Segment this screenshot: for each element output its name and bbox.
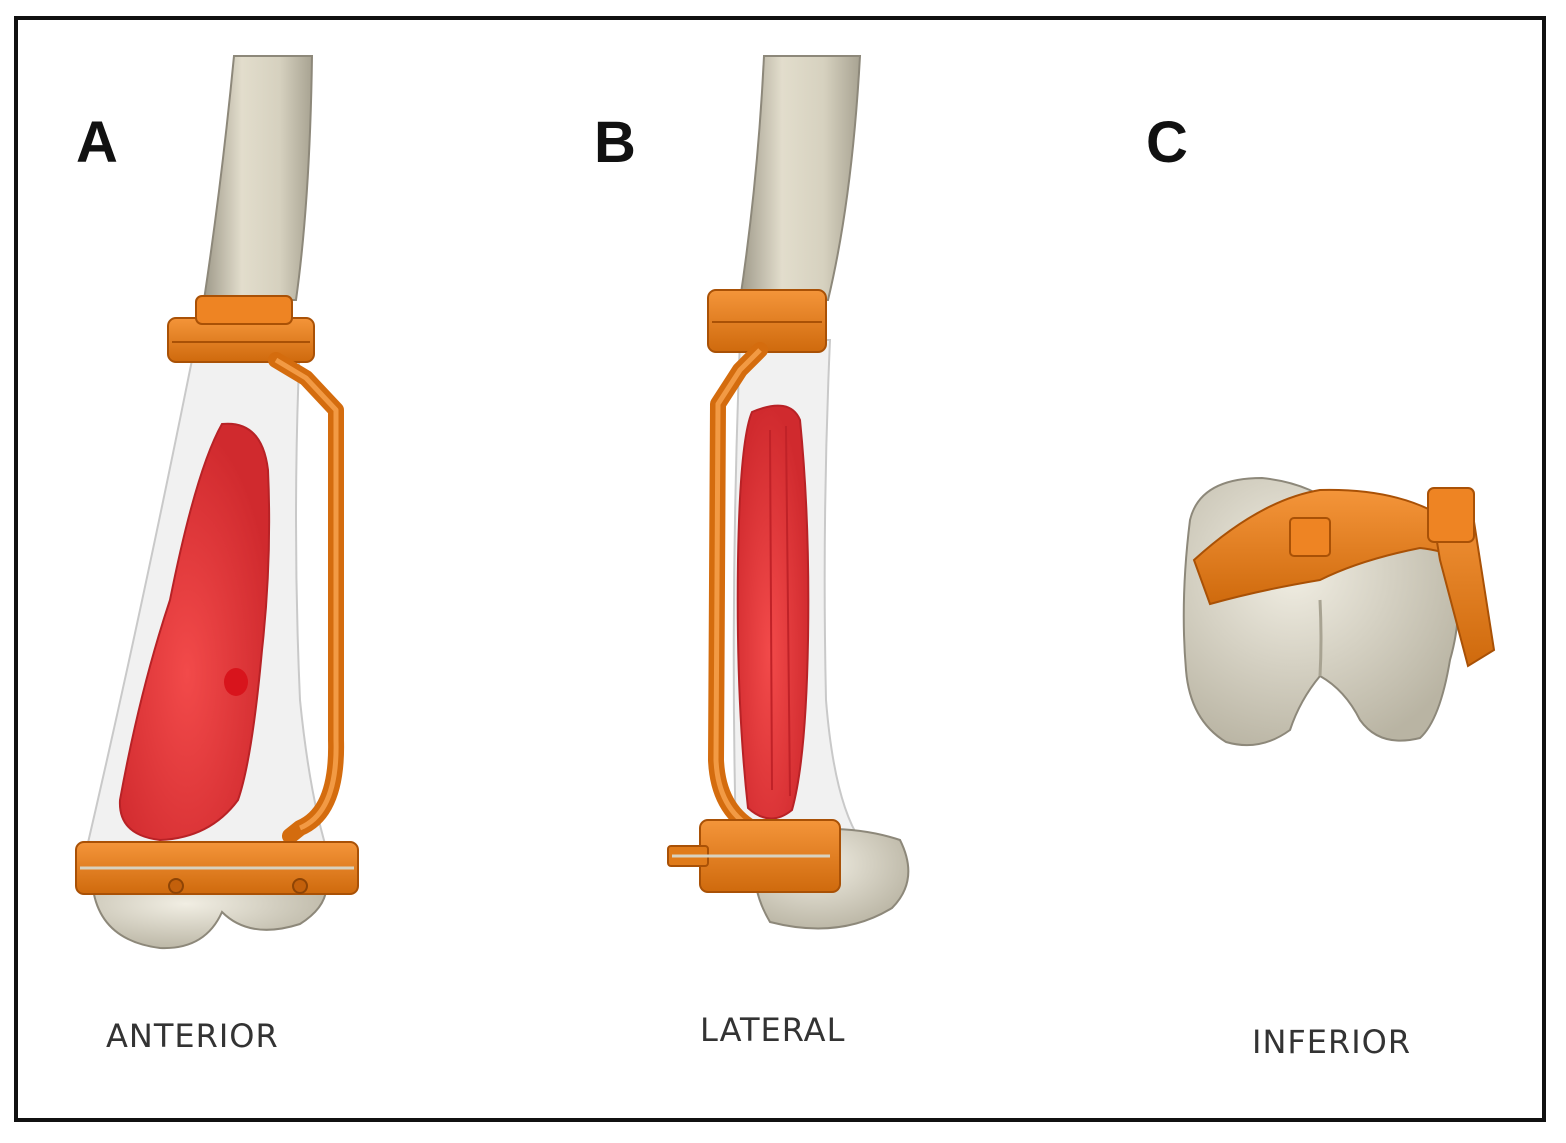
panel-letter-c: C: [1146, 110, 1188, 175]
tumor-b: [736, 404, 810, 820]
view-label-anterior: ANTERIOR: [106, 1017, 279, 1055]
guide-tab-c: [1289, 517, 1331, 557]
panel-c-inferior-model: [1182, 476, 1496, 747]
condyles-a: [90, 879, 328, 950]
panel-letter-a: A: [76, 110, 118, 175]
panel-a-anterior-model: [75, 55, 359, 950]
view-label-inferior: INFERIOR: [1252, 1023, 1412, 1061]
guide-proximal-cap-a: [195, 295, 293, 325]
tumor-spot-a: [224, 668, 248, 696]
panel-b-lateral-model: [667, 55, 910, 930]
femur-shaft-a: [202, 55, 314, 301]
panel-letter-b: B: [594, 110, 636, 175]
view-label-lateral: LATERAL: [700, 1011, 846, 1049]
tumor-a: [118, 422, 271, 842]
femur-shaft-b: [738, 55, 862, 301]
